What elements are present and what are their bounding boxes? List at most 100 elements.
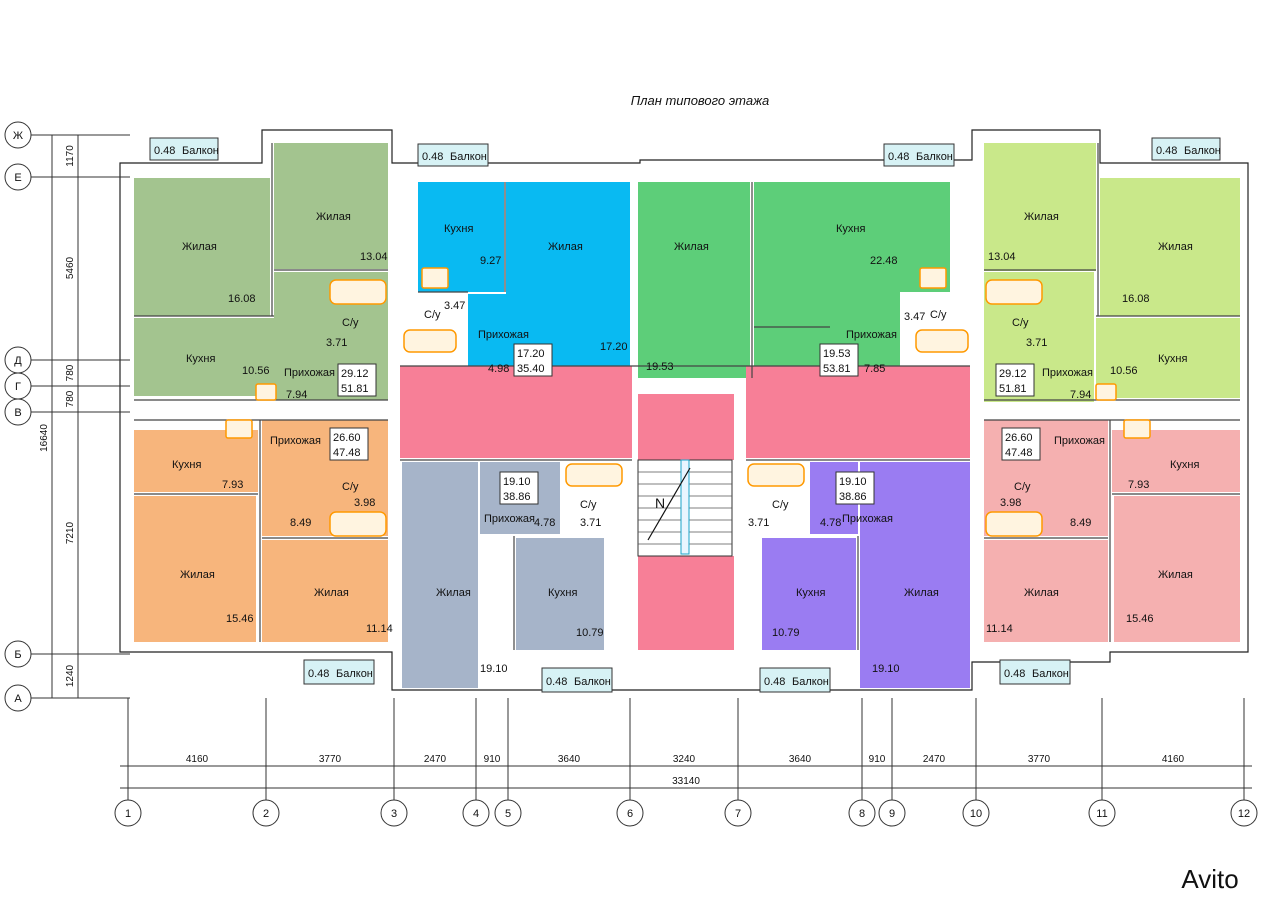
svg-text:4160: 4160	[186, 754, 209, 765]
svg-text:А: А	[14, 693, 22, 705]
apt-a8-fill-2	[1112, 430, 1240, 492]
apartment-totals: 29.12 51.81 17.20 35.40 19.53 53.81 29.1…	[329, 343, 1041, 505]
room-area: 15.46	[226, 613, 254, 625]
room-area: 17.20	[600, 341, 628, 353]
svg-text:Е: Е	[14, 172, 21, 184]
room-label: Прихожая	[284, 367, 335, 379]
svg-text:910: 910	[484, 754, 501, 765]
column-dimensions: 4160 3770 2470 910 3640 3240 3640 910 24…	[186, 754, 1185, 787]
room-area: 7.85	[864, 363, 885, 375]
room-area: 15.46	[1126, 613, 1154, 625]
svg-text:0.48: 0.48	[308, 668, 329, 680]
room-area: 13.04	[360, 251, 388, 263]
apt-total-a4: 29.12 51.81	[995, 363, 1035, 397]
room-area: 8.49	[1070, 517, 1091, 529]
bathtub-icon	[985, 279, 1043, 305]
room-label: Жилая	[674, 241, 709, 253]
apt-a7-fill-3	[860, 462, 970, 688]
svg-text:51.81: 51.81	[341, 383, 369, 395]
room-label: Кухня	[1158, 353, 1187, 365]
partitions	[134, 143, 1240, 650]
room-label: Жилая	[180, 569, 215, 581]
room-area: 11.14	[986, 623, 1013, 635]
room-area: 7.94	[286, 389, 307, 401]
svg-text:7: 7	[735, 808, 741, 820]
room-label: Жилая	[904, 587, 939, 599]
svg-text:3640: 3640	[558, 754, 581, 765]
svg-text:0.48: 0.48	[154, 145, 175, 157]
room-label: С/у	[772, 499, 789, 511]
stove-icon	[421, 267, 449, 289]
svg-text:16640: 16640	[39, 424, 50, 452]
corridor-fill-2	[746, 366, 970, 458]
svg-text:910: 910	[869, 754, 886, 765]
room-area: 3.71	[748, 517, 769, 529]
stove-icon	[1095, 383, 1117, 401]
svg-text:0.48: 0.48	[422, 151, 443, 163]
room-area: 3.98	[1000, 497, 1021, 509]
apt-total-a5: 26.60 47.48	[329, 427, 369, 461]
stove-icon	[225, 419, 253, 439]
apt-total-a7: 19.10 38.86	[835, 471, 875, 505]
room-labels: Жилая 16.08 Жилая 13.04 Кухня 10.56 С/у …	[172, 211, 1199, 675]
balcony-7: 0.48 Балкон	[759, 667, 831, 693]
balcony-6: 0.48 Балкон	[541, 667, 613, 693]
svg-text:Балкон: Балкон	[1032, 668, 1069, 680]
apt-a5-fill-1	[134, 430, 258, 492]
room-area: 3.98	[354, 497, 375, 509]
room-area: 3.47	[444, 300, 465, 312]
apt-a7-fill-2	[762, 538, 856, 650]
room-area: 8.49	[290, 517, 311, 529]
room-area: 4.98	[488, 363, 509, 375]
svg-text:19.53: 19.53	[823, 348, 851, 360]
room-area: 3.71	[1026, 337, 1047, 349]
room-area: 3.47	[904, 311, 925, 323]
svg-text:4160: 4160	[1162, 754, 1185, 765]
balconies: 0.48 Балкон 0.48 Балкон 0.48 Балкон 0.48…	[149, 137, 1221, 693]
room-label: Кухня	[1170, 459, 1199, 471]
room-area: 19.10	[480, 663, 508, 675]
room-label: С/у	[1014, 481, 1031, 493]
svg-text:19.10: 19.10	[839, 476, 867, 488]
room-label: Кухня	[796, 587, 825, 599]
apt-total-a6: 19.10 38.86	[499, 471, 539, 505]
room-label: Жилая	[182, 241, 217, 253]
fixtures	[225, 267, 1151, 537]
apt-total-a2: 17.20 35.40	[513, 343, 553, 377]
bathtub-icon	[915, 329, 969, 353]
room-area: 3.71	[326, 337, 347, 349]
svg-text:1: 1	[125, 808, 131, 820]
svg-text:Балкон: Балкон	[574, 676, 611, 688]
corridor-fill-3	[638, 394, 734, 460]
svg-text:12: 12	[1238, 808, 1250, 820]
svg-text:Г: Г	[15, 381, 21, 393]
svg-text:38.86: 38.86	[839, 491, 867, 503]
svg-text:Балкон: Балкон	[182, 145, 219, 157]
apt-a4-fill-2	[1100, 178, 1240, 316]
svg-text:Д: Д	[14, 355, 22, 367]
room-area: 11.14	[366, 623, 393, 635]
svg-text:7210: 7210	[65, 521, 76, 544]
room-area: 10.79	[772, 627, 800, 639]
svg-text:3770: 3770	[1028, 754, 1051, 765]
staircase: N	[637, 459, 733, 557]
room-label: Жилая	[1024, 211, 1059, 223]
svg-text:47.48: 47.48	[1005, 447, 1033, 459]
room-area: 3.71	[580, 517, 601, 529]
room-label: Кухня	[172, 459, 201, 471]
svg-text:47.48: 47.48	[333, 447, 361, 459]
svg-text:2470: 2470	[923, 754, 946, 765]
room-area: 10.79	[576, 627, 604, 639]
svg-text:5460: 5460	[65, 256, 76, 279]
room-label: Прихожая	[478, 329, 529, 341]
stair-mark: N	[655, 495, 665, 511]
bathtub-icon	[747, 463, 805, 487]
svg-text:38.86: 38.86	[503, 491, 531, 503]
room-label: Кухня	[186, 353, 215, 365]
room-area: 19.53	[646, 361, 674, 373]
room-label: Кухня	[836, 223, 865, 235]
balcony-4: 0.48 Балкон	[1151, 137, 1221, 161]
svg-text:29.12: 29.12	[999, 368, 1027, 380]
svg-text:5: 5	[505, 808, 511, 820]
room-area: 4.78	[534, 517, 555, 529]
